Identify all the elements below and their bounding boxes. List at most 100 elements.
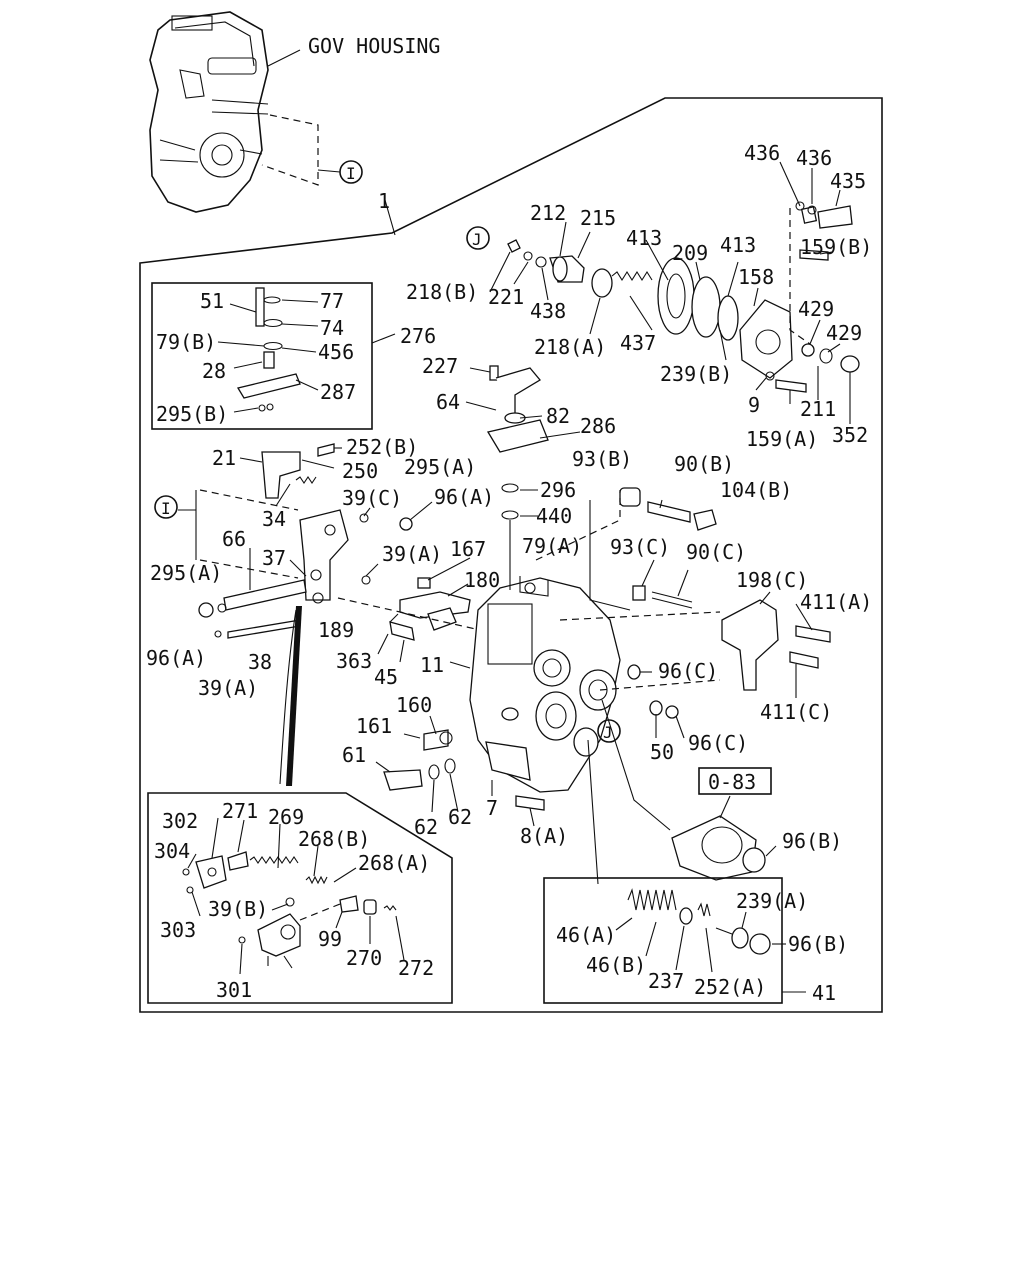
ref-box-text: 0-83 [708,770,756,794]
callout-79b: 79(B) [156,330,216,354]
callout-1: 1 [378,189,390,213]
callout-39a-left: 39(A) [198,676,258,700]
inset-parts-top-left [236,287,301,412]
callout-227: 227 [422,354,458,378]
callout-352: 352 [832,423,868,447]
callout-61: 61 [342,743,366,767]
callout-93c: 93(C) [610,535,670,559]
callout-77: 77 [320,289,344,313]
callout-161: 161 [356,714,392,738]
callout-39c: 39(C) [342,486,402,510]
inset-box-top-left [151,282,373,430]
callout-96c-b: 96(C) [688,731,748,755]
callout-302: 302 [162,809,198,833]
callout-62b: 62 [448,805,472,829]
callout-411a: 411(A) [800,590,872,614]
callout-211: 211 [800,397,836,421]
callout-296: 296 [540,478,576,502]
callout-286: 286 [580,414,616,438]
callout-301: 301 [216,978,252,1002]
inset-box-bottom-right [543,877,783,1004]
callout-21: 21 [212,446,236,470]
callout-38: 38 [248,650,272,674]
callout-413a: 413 [626,226,662,250]
callout-252b: 252(B) [346,435,418,459]
callout-429b: 429 [826,321,862,345]
callout-66: 66 [222,527,246,551]
callout-8a: 8(A) [520,824,568,848]
callout-456: 456 [318,340,354,364]
callout-7: 7 [486,796,498,820]
callout-104b: 104(B) [720,478,792,502]
ref-i-left-text: I [161,499,171,518]
callout-79a: 79(A) [522,534,582,558]
callout-96a-left: 96(A) [146,646,206,670]
ref-circle-i-top: I [339,160,363,184]
inset-box-bottom-left [147,792,453,1004]
ref-i-top-text: I [346,164,356,183]
callout-272: 272 [398,956,434,980]
callout-268b: 268(B) [298,827,370,851]
callout-50: 50 [650,740,674,764]
callout-93b: 93(B) [572,447,632,471]
callout-250: 250 [342,459,378,483]
callout-96b-b: 96(B) [788,932,848,956]
callout-440: 440 [536,504,572,528]
callout-269: 269 [268,805,304,829]
leader-lines [187,161,851,975]
callout-239b: 239(B) [660,362,732,386]
callout-46a: 46(A) [556,923,616,947]
callout-64: 64 [436,390,460,414]
callout-62a: 62 [414,815,438,839]
ref-circle-i-left: I [154,495,178,519]
callout-74: 74 [320,316,344,340]
gov-housing-label: GOV HOUSING [308,34,440,58]
callout-212: 212 [530,201,566,225]
callout-34: 34 [262,507,286,531]
callout-labels: 1 436 436 435 159(B) 212 215 413 209 413… [146,141,872,1005]
ref-j-top-text: J [472,230,482,249]
right-side-parts [383,487,831,885]
callout-295a-top: 295(A) [404,455,476,479]
governor-housing-body [469,576,621,793]
callout-436b: 436 [796,146,832,170]
callout-41: 41 [812,981,836,1005]
callout-218a: 218(A) [534,335,606,359]
callout-160: 160 [396,693,432,717]
callout-295b: 295(B) [156,402,228,426]
callout-46b: 46(B) [586,953,646,977]
callout-435: 435 [830,169,866,193]
inset-parts-bottom-right [627,888,771,955]
callout-90b: 90(B) [674,452,734,476]
callout-28: 28 [202,359,226,383]
callout-363: 363 [336,649,372,673]
callout-303: 303 [160,918,196,942]
callout-159a: 159(A) [746,427,818,451]
callout-429a: 429 [798,297,834,321]
callout-198c: 198(C) [736,568,808,592]
taper-connector [286,606,302,786]
inset-parts-bottom-left [182,851,397,969]
callout-96a-top: 96(A) [434,485,494,509]
callout-99: 99 [318,927,342,951]
callout-96b-a: 96(B) [782,829,842,853]
ref-circle-j-mid: J [597,719,621,743]
callout-295a-left: 295(A) [150,561,222,585]
callout-268a: 268(A) [358,851,430,875]
lever-linkage-parts [195,365,549,641]
callout-270: 270 [346,946,382,970]
callout-215: 215 [580,206,616,230]
callout-159b: 159(B) [800,235,872,259]
governor-weight-part: 0-83 [671,767,772,881]
callout-221: 221 [488,285,524,309]
callout-271: 271 [222,799,258,823]
callout-239a: 239(A) [736,889,808,913]
callout-37: 37 [262,546,286,570]
callout-189: 189 [318,618,354,642]
callout-96c-a: 96(C) [658,659,718,683]
callout-237: 237 [648,969,684,993]
callout-158: 158 [738,265,774,289]
callout-9: 9 [748,393,760,417]
callout-209: 209 [672,241,708,265]
